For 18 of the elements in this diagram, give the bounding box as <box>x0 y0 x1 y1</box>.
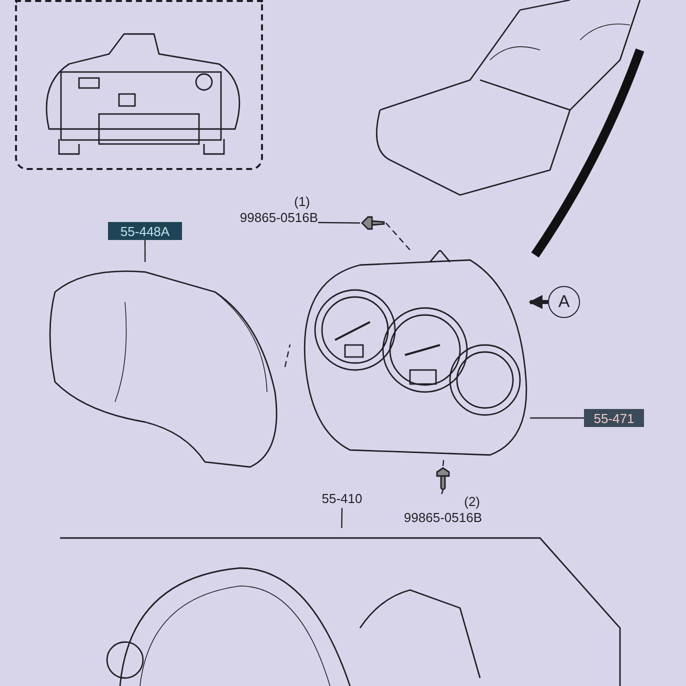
assembly-line <box>284 344 291 368</box>
part-number: 55-448A <box>108 222 182 240</box>
leader-line <box>341 508 343 528</box>
part-number: 55-410 <box>316 490 368 508</box>
assembly-line <box>442 460 444 466</box>
callout-number: (2) <box>464 494 480 510</box>
part-number: 99865-0516B <box>404 510 482 526</box>
assembly-line <box>386 222 410 250</box>
leader-line <box>144 240 146 262</box>
leader-line <box>441 490 444 494</box>
arrow <box>528 295 548 310</box>
view-callout: A <box>548 286 580 318</box>
part-number: 55-471 <box>584 409 644 427</box>
inset-frame <box>15 0 263 170</box>
part-number: 99865-0516B <box>240 210 318 226</box>
callout-number: (1) <box>294 194 310 210</box>
leader-line <box>530 417 584 419</box>
leader-line <box>318 222 360 224</box>
